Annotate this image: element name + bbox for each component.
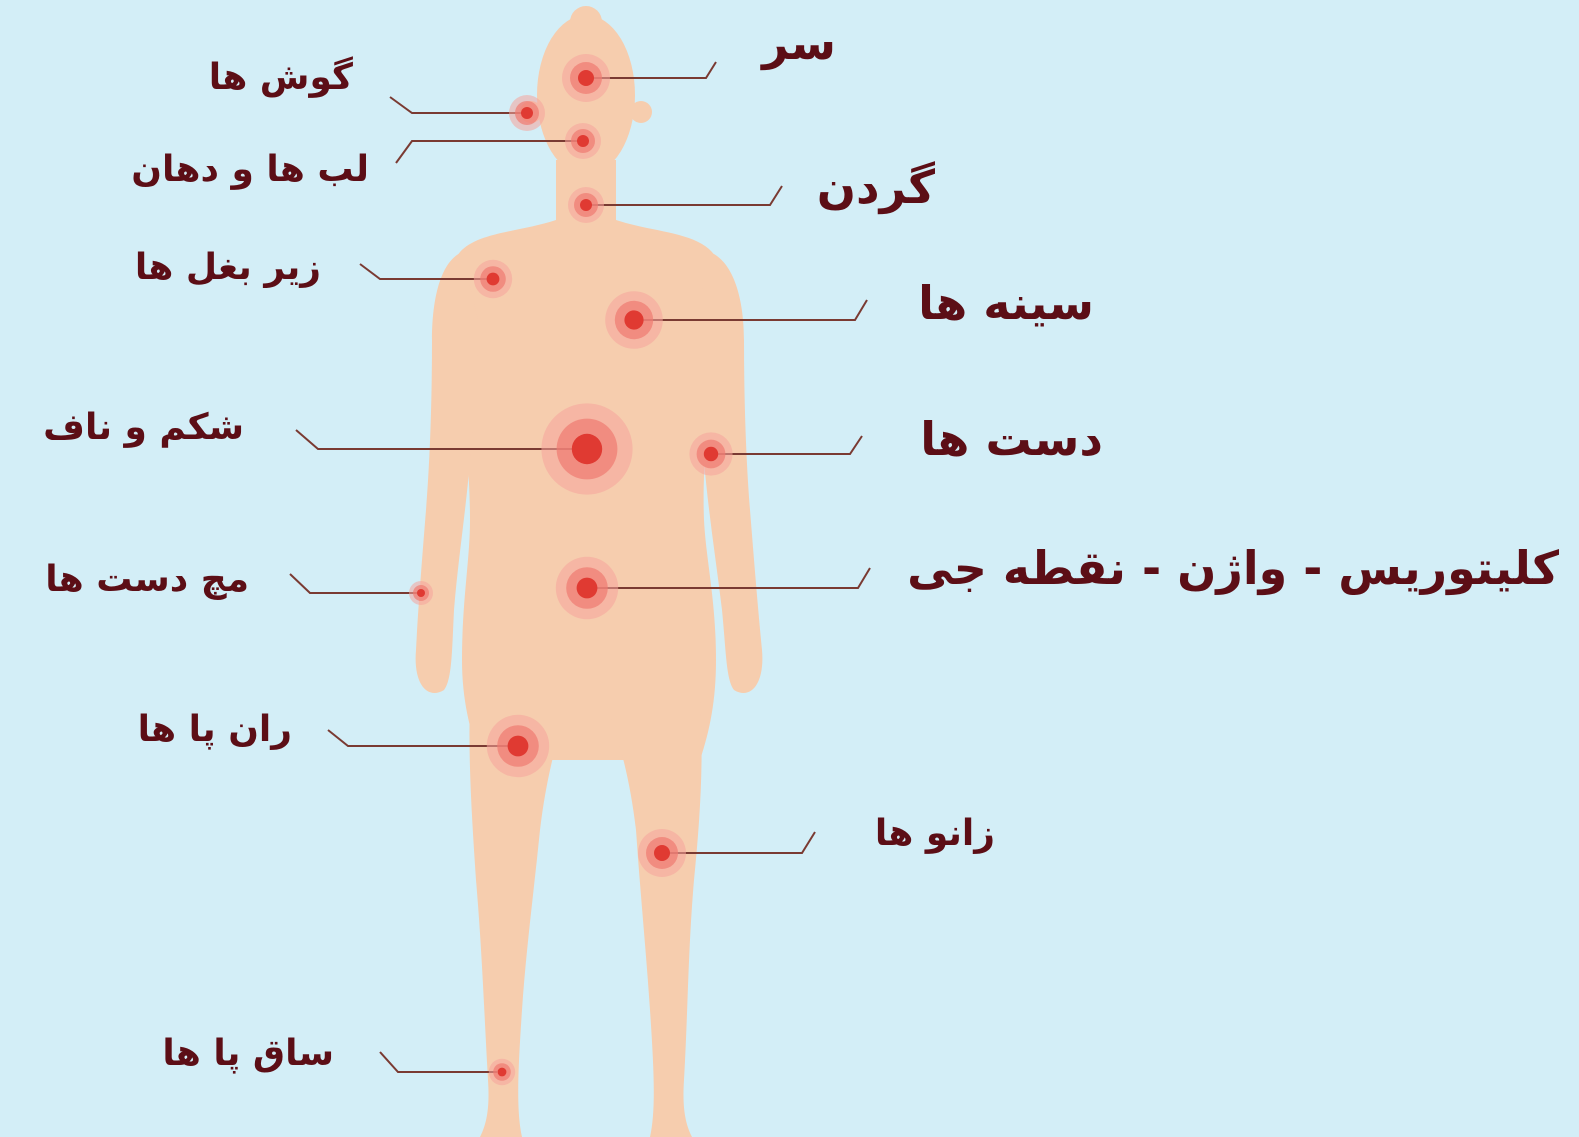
- label-ears: گوش ها: [209, 60, 353, 96]
- hotspot-genital: [556, 557, 618, 619]
- leader-line-calf: [380, 1052, 497, 1072]
- hotspot-lips: [565, 123, 601, 159]
- hotspot-ring: [577, 135, 589, 147]
- hotspot-ring: [704, 447, 718, 461]
- hotspot-ring: [508, 736, 529, 757]
- hotspot-wrist: [409, 581, 433, 605]
- hotspot-head: [562, 54, 610, 102]
- hotspot-ring: [578, 70, 594, 86]
- label-abdomen-navel: شکم و ناف: [43, 410, 244, 446]
- hair-bun: [570, 6, 602, 38]
- hotspot-ring: [580, 199, 592, 211]
- hotspot-abdomen: [541, 403, 632, 494]
- label-lips-mouth: لب ها و دهان: [131, 152, 369, 188]
- label-knees: زانو ها: [875, 816, 995, 852]
- label-head: سر: [762, 20, 836, 66]
- hotspot-armpit: [474, 260, 512, 298]
- leader-line-wrist: [290, 574, 418, 593]
- ear-shape-right: [630, 101, 652, 123]
- leader-line-ears: [390, 97, 522, 113]
- hotspot-breast: [605, 291, 663, 349]
- hotspot-ring: [487, 273, 500, 286]
- hotspot-ring: [624, 310, 643, 329]
- leader-line-neck: [590, 186, 782, 205]
- hotspot-ring: [498, 1068, 507, 1077]
- hotspot-ears: [509, 95, 545, 131]
- label-thighs: ران پا ها: [138, 712, 292, 748]
- hotspot-ring: [577, 578, 598, 599]
- label-arms: دست ها: [920, 416, 1103, 462]
- label-neck: گردن: [817, 164, 935, 210]
- label-genital: کلیتوریس - واژن - نقطه جی: [907, 545, 1559, 591]
- hotspot-ring: [572, 434, 602, 464]
- label-armpits: زیر بغل ها: [135, 250, 321, 286]
- hotspot-thigh: [487, 715, 549, 777]
- hotspot-neck: [568, 187, 604, 223]
- hotspot-ring: [654, 845, 670, 861]
- hotspot-ring: [417, 589, 425, 597]
- label-calves: ساق پا ها: [162, 1036, 334, 1072]
- hotspot-calf: [489, 1059, 515, 1085]
- label-wrists: مچ دست ها: [45, 562, 249, 598]
- right-leg-shape: [604, 700, 702, 1137]
- label-breasts: سینه ها: [918, 280, 1094, 326]
- hotspot-ring: [521, 107, 533, 119]
- hotspot-arm: [689, 432, 732, 475]
- hotspot-knee: [638, 829, 686, 877]
